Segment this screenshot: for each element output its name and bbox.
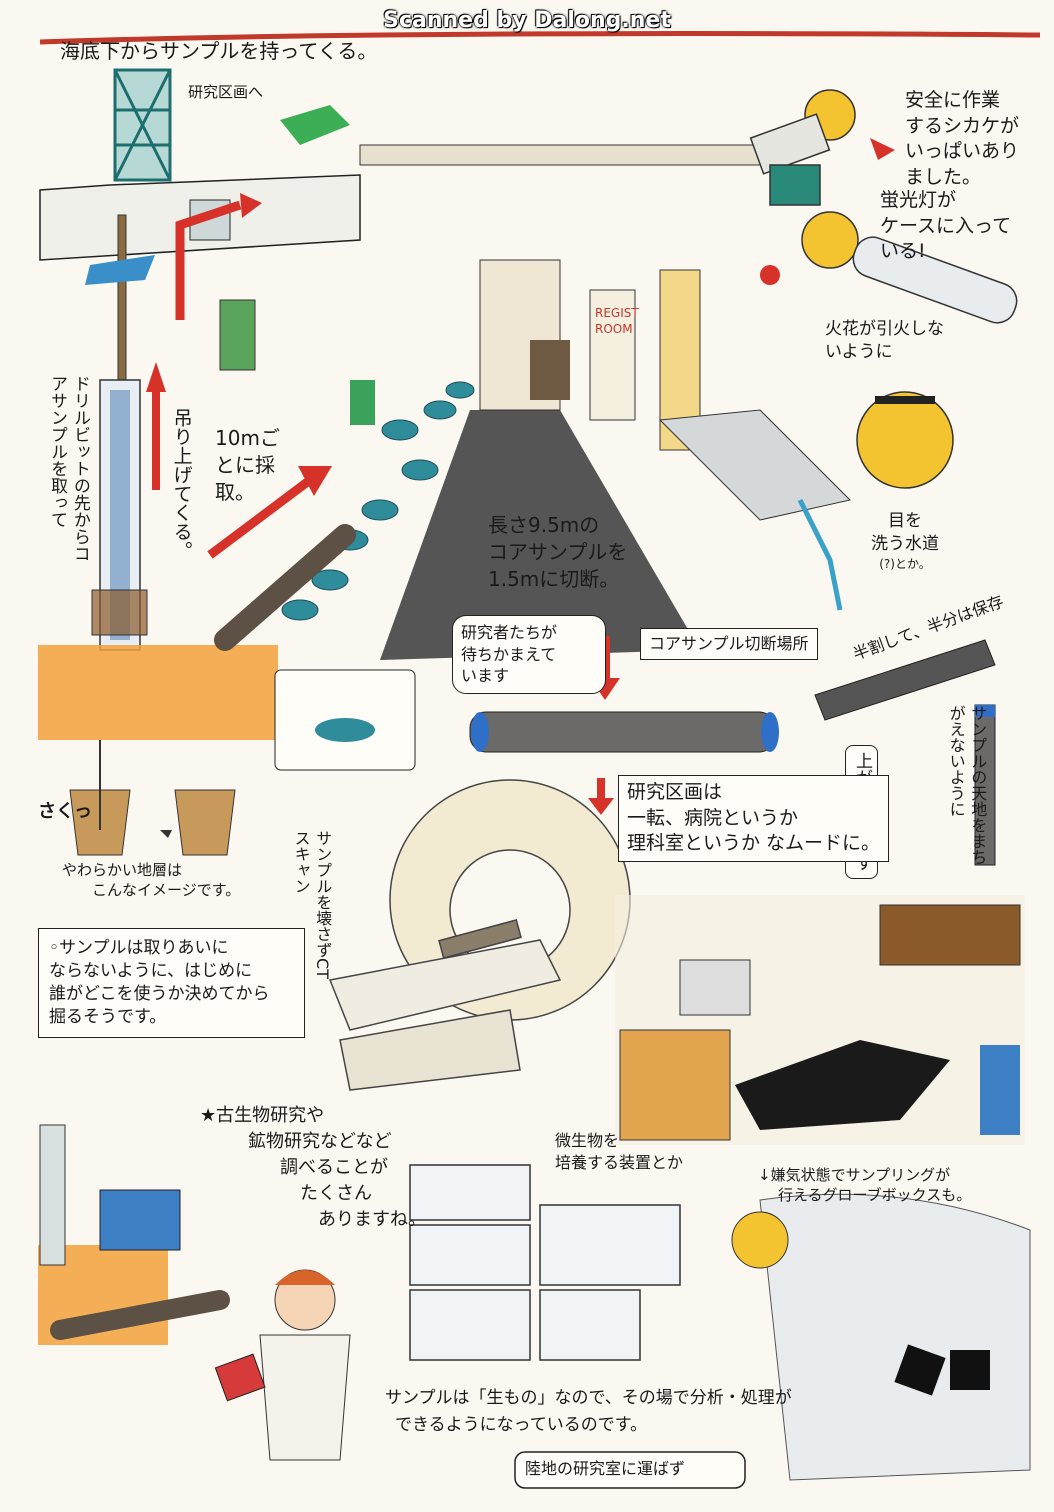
caption-glove-line: 行えるグローブボックスも。 — [778, 1186, 972, 1205]
caption-bottom-line: できるようになっているのです。 — [395, 1415, 648, 1436]
caption-micro: 微生物を 培養する装置とか — [555, 1130, 683, 1173]
caption-eyewash-line: 洗う水道 — [871, 533, 939, 554]
caption-soft-line: こんなイメージです。 — [92, 881, 241, 900]
caption-bottom-line: サンプルは「生もの」なので、その場で分析・処理が — [385, 1388, 792, 1408]
bubble-line: 研究者たちが — [461, 623, 558, 642]
caption-research-section: 研究区画へ — [188, 83, 264, 101]
caption-bottom-box: 陸地の研究室に運ばず — [525, 1459, 686, 1478]
caption-top-left: 海底下からサンプルを持ってくる。 — [60, 39, 378, 63]
note-line: 誰がどこを使うか決めてから — [49, 983, 270, 1004]
sign-regist-line: REGIST — [595, 306, 639, 320]
caption-cut: 長さ9.5mの コアサンプルを 1.5mに切断。 — [488, 512, 627, 593]
note-box: ◦サンプルは取りあいに ならないように、はじめに 誰がどこを使うか決めてから 掘… — [38, 928, 305, 1038]
caption-updown: サンプルの天地をまちがえないように — [946, 705, 988, 865]
caption-glove: ↓嫌気状態でサンプリングが 行えるグローブボックスも。 — [758, 1165, 971, 1206]
sign-regist-room: REGIST ROOM — [595, 305, 639, 337]
sign-regist-line: ROOM — [595, 322, 633, 337]
caption-cut-line: 長さ9.5mの — [488, 513, 600, 537]
incubators — [409, 1164, 681, 1361]
caption-safety-line: いっぱいあり — [905, 140, 1020, 163]
caption-paleo-line: 調べることが — [280, 1157, 388, 1179]
caption-micro-line: 微生物を — [555, 1131, 620, 1150]
caption-glove-line: ↓嫌気状態でサンプリングが — [758, 1166, 951, 1184]
caption-mood-line: 研究区画は — [627, 781, 723, 803]
bubble-line: 待ちかまえて — [461, 644, 557, 664]
watermark: Scanned by Dalong.net — [383, 8, 671, 33]
caption-soft: やわらかい地層は こんなイメージです。 — [62, 860, 240, 901]
caption-fluorescent: 蛍光灯が ケースに入って いる! — [880, 188, 1030, 265]
caption-mood-line: 理科室というか なムードに。 — [627, 832, 881, 855]
label-cut-place: コアサンプル切断場所 — [640, 628, 818, 660]
glove-box — [731, 1193, 1031, 1481]
caption-drill: ドリルビットの先からコアサンプルを取って — [46, 375, 90, 562]
caption-eyewash-line: 目を — [888, 511, 922, 531]
caption-eyewash: 目を 洗う水道 (?)とか。 — [870, 510, 940, 572]
caption-every10m: 10mごとに採取。 — [215, 426, 280, 504]
caption-fluor-line: ケースに入って — [880, 214, 1012, 237]
caption-cut-line: 1.5mに切断。 — [488, 567, 620, 591]
researcher-scene — [38, 1124, 351, 1461]
caption-lift: 吊り上げてくる。 — [170, 408, 193, 560]
caption-bottom: サンプルは「生もの」なので、その場で分析・処理が できるようになっているのです。 — [385, 1385, 792, 1439]
caption-paleo: ★古生物研究や 鉱物研究などなど 調べることが たくさん ありますね。 — [200, 1103, 426, 1233]
caption-micro-line: 培養する装置とか — [555, 1152, 684, 1172]
ct-scanner — [328, 779, 631, 1091]
note-line: ◦サンプルは取りあいに — [49, 938, 229, 958]
explosion-proof-lamp — [749, 89, 1018, 489]
caption-mood: 研究区画は 一転、病院というか 理科室というか なムードに。 — [618, 775, 890, 862]
caption-fluor-line: 蛍光灯が — [880, 189, 957, 211]
lab-room — [615, 895, 1025, 1145]
caption-safety-line: ました。 — [905, 165, 982, 188]
note-line: ならないように、はじめに — [49, 960, 253, 981]
caption-paleo-line: 鉱物研究などなど — [248, 1131, 392, 1153]
caption-spark: 火花が引火しないように — [825, 319, 944, 362]
caption-paleo-line: ありますね。 — [318, 1209, 426, 1231]
speech-bubble-waiting: 研究者たちが 待ちかまえて います — [452, 615, 606, 694]
caption-soft-line: やわらかい地層は — [62, 861, 183, 879]
note-line: 掘るそうです。 — [49, 1006, 167, 1027]
drill-tower — [113, 68, 172, 182]
caption-safety: 安全に作業 するシカケが いっぱいあり ました。 — [905, 88, 1054, 191]
caption-eyewash-line: (?)とか。 — [879, 556, 931, 571]
caption-ct: サンプルを壊さずCTスキャン — [291, 830, 333, 979]
caption-cut-line: コアサンプルを — [488, 540, 628, 564]
caption-safety-line: するシカケが — [905, 114, 1020, 137]
caption-mood-line: 一転、病院というか — [627, 806, 799, 829]
caption-fluor-line: いる! — [880, 240, 926, 263]
caption-safety-line: 安全に作業 — [905, 89, 1001, 111]
caption-sakku: さくっ — [38, 801, 92, 822]
caption-paleo-line: たくさん — [300, 1183, 372, 1205]
caption-paleo-line: ★古生物研究や — [200, 1105, 325, 1126]
bubble-line: います — [461, 666, 510, 686]
